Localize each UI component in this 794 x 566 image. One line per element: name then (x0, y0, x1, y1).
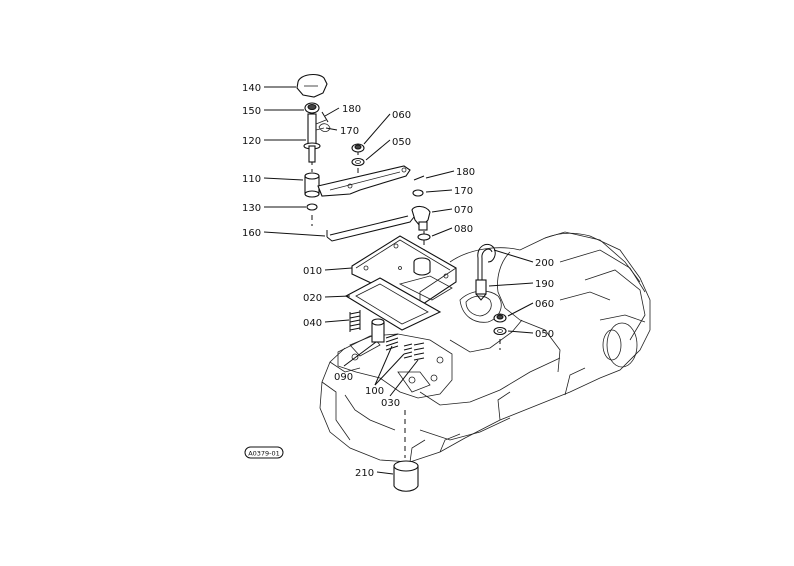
label-160: 160 (242, 228, 261, 239)
pin-part-lower (412, 175, 425, 197)
label-180: 180 (342, 104, 361, 115)
oring-part (417, 233, 431, 241)
label-030: 030 (381, 398, 400, 409)
collar-part (304, 172, 320, 198)
label-050-lower: 050 (535, 329, 554, 340)
label-060: 060 (392, 110, 411, 121)
link-plate (317, 165, 411, 197)
nut-washer-pair-lower (493, 313, 507, 336)
gasket-part (344, 277, 442, 331)
lever-part (411, 205, 431, 231)
label-170-lower: 170 (454, 186, 473, 197)
label-170: 170 (340, 126, 359, 137)
label-060-lower: 060 (535, 299, 554, 310)
bushing-part (371, 318, 413, 359)
label-180-lower: 180 (456, 167, 475, 178)
drawing-code-badge: A0379-01 (244, 446, 284, 459)
label-190: 190 (535, 279, 554, 290)
guide-part (475, 279, 487, 301)
label-120: 120 (242, 136, 261, 147)
label-070: 070 (454, 205, 473, 216)
part-labels: 140 150 180 170 120 060 050 110 130 160 … (242, 83, 554, 479)
label-150: 150 (242, 106, 261, 117)
dipstick-part (477, 243, 496, 280)
label-090: 090 (334, 372, 353, 383)
knob-part (296, 73, 328, 98)
label-050: 050 (392, 137, 411, 148)
label-040: 040 (303, 318, 322, 329)
spring-part-030 (413, 342, 425, 361)
cover-plate (351, 235, 457, 307)
label-080: 080 (454, 224, 473, 235)
shaft-part (303, 113, 327, 163)
label-110: 110 (242, 174, 261, 185)
nut-washer-pair (351, 143, 365, 167)
cover-housing (337, 333, 453, 399)
washer-part (306, 203, 318, 211)
leader-lines (263, 86, 534, 475)
nut-part (304, 102, 320, 114)
drawing-code: A0379-01 (248, 450, 280, 458)
label-210: 210 (355, 468, 374, 479)
label-140: 140 (242, 83, 261, 94)
label-010: 010 (303, 266, 322, 277)
label-200: 200 (535, 258, 554, 269)
cap-part (393, 460, 419, 492)
label-020: 020 (303, 293, 322, 304)
pin-part (318, 111, 331, 133)
spring-part (349, 310, 361, 332)
label-130: 130 (242, 203, 261, 214)
rod-part (326, 211, 419, 242)
label-100: 100 (365, 386, 384, 397)
